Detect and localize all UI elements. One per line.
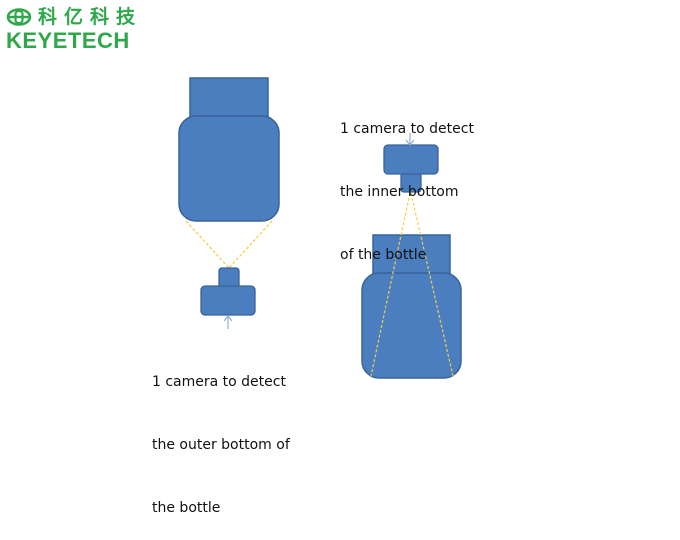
label-line: the inner bottom	[340, 184, 459, 200]
logo-chinese-text: 科亿科技	[38, 6, 143, 28]
label-line: 1 camera to detect	[340, 121, 474, 137]
left-beam-line	[185, 220, 230, 269]
left-bottle-body	[178, 115, 280, 222]
left-camera-lens	[218, 267, 240, 289]
logo-top-row: 科亿科技	[6, 5, 142, 29]
keyetech-logo: 科亿科技 KEYETECH	[6, 5, 142, 52]
left-camera-body	[200, 285, 256, 316]
left-setup	[178, 77, 280, 329]
right-bottle-neck	[372, 234, 451, 276]
right-camera-body	[383, 144, 439, 175]
bottle-camera-diagram	[178, 77, 462, 379]
label-line: the outer bottom of	[152, 437, 290, 453]
right-beam-line	[370, 192, 411, 377]
left-camera-label: 1 camera to detect the outer bottom of t…	[152, 330, 290, 540]
logo-english-text: KEYETECH	[6, 28, 130, 53]
right-setup	[361, 133, 462, 379]
right-camera-label: 1 camera to detect the inner bottom of t…	[340, 77, 474, 287]
label-line: of the bottle	[340, 247, 427, 263]
right-arrow-icon	[405, 133, 415, 146]
left-arrow-icon	[223, 315, 233, 329]
label-line: 1 camera to detect	[152, 374, 286, 390]
label-line: the bottle	[152, 500, 221, 516]
right-beam-line	[410, 192, 454, 377]
eye-icon	[6, 8, 32, 26]
left-beam-line	[228, 220, 273, 269]
left-bottle-neck	[189, 77, 269, 119]
right-bottle-body	[361, 272, 462, 379]
